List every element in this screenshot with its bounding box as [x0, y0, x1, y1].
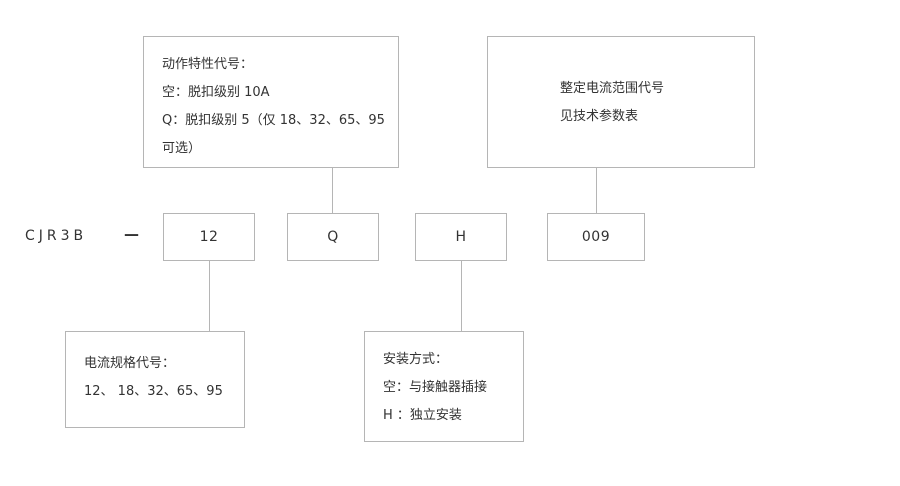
code-box-current-rating: 12: [163, 213, 255, 261]
note-line: 安装方式：: [383, 352, 449, 367]
connector-mounting-type: [461, 261, 462, 331]
note-action-characteristic: 动作特性代号： 空：脱扣级别 10A Q：脱扣级别 5（仅 18、32、65、9…: [143, 36, 399, 168]
note-line: 电流规格代号：: [84, 356, 176, 371]
connector-setting-current-range: [596, 168, 597, 213]
series-label: CJR3B: [25, 228, 88, 244]
note-line: 可选）: [162, 141, 202, 156]
note-line: 12、 18、32、65、95: [84, 384, 223, 399]
code-value: 009: [581, 229, 611, 245]
note-current-rating: 电流规格代号： 12、 18、32、65、95: [65, 331, 245, 428]
note-line: H ：独立安装: [383, 408, 462, 423]
code-value: H: [455, 229, 467, 245]
note-line: 空：与接触器插接: [383, 380, 488, 395]
code-value: Q: [327, 229, 339, 245]
note-line: Q：脱扣级别 5（仅 18、32、65、95: [162, 113, 385, 128]
code-box-setting-current-range: 009: [547, 213, 645, 261]
note-line: 整定电流范围代号: [560, 81, 665, 96]
note-setting-current-range: 整定电流范围代号 见技术参数表: [487, 36, 755, 168]
note-line: 空：脱扣级别 10A: [162, 85, 270, 100]
note-mounting-type: 安装方式： 空：与接触器插接 H ：独立安装: [364, 331, 524, 442]
note-line: 见技术参数表: [560, 109, 639, 124]
note-line: 动作特性代号：: [162, 57, 254, 72]
separator-dash: —: [124, 225, 139, 243]
code-box-action-characteristic: Q: [287, 213, 379, 261]
connector-action-characteristic: [332, 168, 333, 213]
code-value: 12: [199, 229, 219, 245]
code-box-mounting-type: H: [415, 213, 507, 261]
connector-current-rating: [209, 261, 210, 331]
